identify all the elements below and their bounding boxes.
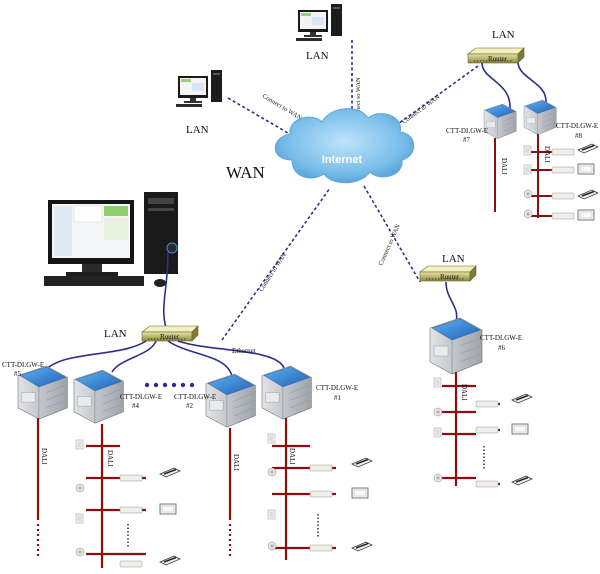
gateway-6-num: #6 xyxy=(498,344,506,352)
gateway-4-num: #4 xyxy=(132,402,140,410)
devices-upper-right xyxy=(523,143,599,221)
dali-label: DALI xyxy=(500,158,508,175)
gateway-8-num: #8 xyxy=(575,132,583,140)
devices-gateway-1 xyxy=(267,433,373,552)
dali-bus-upper-right xyxy=(494,134,552,218)
ellipsis-dots xyxy=(144,382,195,388)
lan-cables-upper-right xyxy=(481,62,547,111)
internet-label: Internet xyxy=(322,154,363,166)
gateway-1 xyxy=(261,365,312,420)
gateway-8 xyxy=(523,99,557,135)
dali-label: DALI xyxy=(543,146,551,163)
lan-label: LAN xyxy=(186,124,209,136)
lan-cables-main xyxy=(43,340,285,377)
gateway-4-name: CTT-DLGW-E xyxy=(120,393,162,401)
gateway-2-name: CTT-DLGW-E xyxy=(174,393,216,401)
gateway-2-num: #2 xyxy=(186,402,194,410)
gateway-5-num: #5 xyxy=(14,370,22,378)
remote-pc-top xyxy=(296,4,342,41)
connect-label: Connect to WAN xyxy=(401,94,441,126)
gateway-4 xyxy=(73,369,124,424)
dali-label: DALI xyxy=(288,448,296,465)
gateway-7-num: #7 xyxy=(463,136,471,144)
router-label: Router xyxy=(160,333,180,341)
wan-link-upper-left xyxy=(227,97,301,141)
lan-label: LAN xyxy=(492,29,515,41)
main-pc xyxy=(44,192,178,287)
gateway-5 xyxy=(17,365,68,420)
internet-cloud xyxy=(274,108,415,184)
connect-label: Connect to WAN xyxy=(258,252,288,294)
dali-label: DALI xyxy=(232,454,240,471)
dali-label: DALI xyxy=(40,448,48,465)
remote-pc-left xyxy=(176,70,222,107)
connect-label: Connect to WAN xyxy=(261,93,303,122)
wan-link-lower-right xyxy=(363,185,421,283)
lan-label: LAN xyxy=(442,253,465,265)
dali-label: DALI xyxy=(460,384,468,401)
wan-link-lower-left xyxy=(221,187,331,341)
wan-link-upper-right xyxy=(383,65,479,135)
gateway-7-name: CTT-DLGW-E xyxy=(446,127,488,135)
gateway-5-name: CTT-DLGW-E xyxy=(2,361,44,369)
gateway-6-name: CTT-DLGW-E xyxy=(480,334,522,342)
lan-label: LAN xyxy=(306,50,329,62)
gateway-7 xyxy=(483,103,517,139)
devices-gateway-4 xyxy=(75,439,181,568)
dali-label: DALI xyxy=(106,450,114,467)
gateway-1-name: CTT-DLGW-E xyxy=(316,384,358,392)
pc-cable xyxy=(163,251,169,329)
wan-links xyxy=(221,40,479,341)
router-label: Router xyxy=(440,273,460,281)
router-label: Router xyxy=(488,55,508,63)
gateway-8-name: CTT-DLGW-E xyxy=(556,122,598,130)
lan-cable-right xyxy=(445,281,458,323)
gateway-6 xyxy=(429,317,483,375)
connect-label: Connect to WAN xyxy=(355,77,362,122)
ethernet-label: Ethernet xyxy=(232,347,256,355)
gateway-1-num: #1 xyxy=(334,394,342,402)
wan-label: WAN xyxy=(226,163,265,182)
lan-label: LAN xyxy=(104,328,127,340)
devices-gateway-6 xyxy=(433,377,533,488)
